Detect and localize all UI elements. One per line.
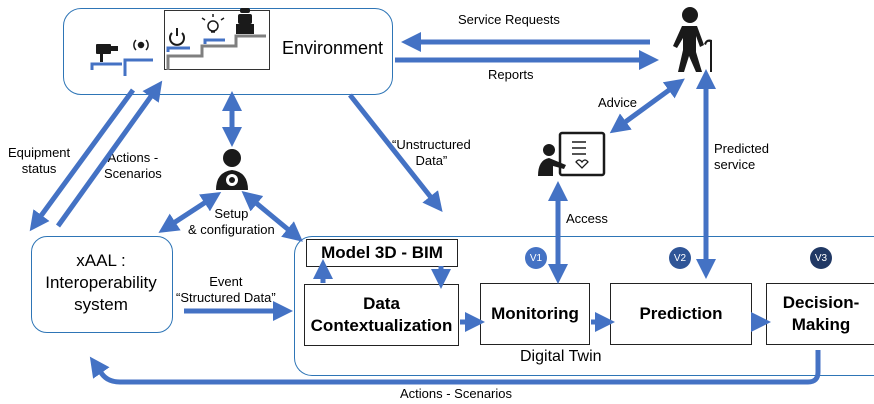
badge-v1: V1 [525, 247, 547, 269]
power-icon [166, 28, 190, 52]
service-requests-label: Service Requests [458, 12, 560, 27]
reports-label: Reports [488, 67, 534, 82]
steps-line [166, 34, 266, 70]
equipment-status-label: Equipment status [8, 145, 71, 176]
data-contextualization-label: Data Contextualization [310, 294, 453, 335]
event-structured-label: Event “Structured Data” [176, 274, 276, 305]
equipment-status-arrow [29, 88, 136, 232]
bulb-icon [201, 14, 225, 44]
xaal-label: xAAL : Interoperability system [45, 251, 157, 314]
environment-label: Environment [282, 38, 384, 58]
elderly-person-icon [673, 7, 712, 72]
badge-v2: V2 [669, 247, 691, 269]
operator-icon [216, 149, 248, 190]
unstructured-data-arrow [348, 93, 443, 213]
predicted-service-label: Predicted service [714, 141, 769, 172]
advice-arrow [609, 78, 685, 134]
digital-twin-label: Digital Twin [520, 348, 602, 365]
xaal-box [31, 236, 173, 333]
access-label: Access [566, 211, 608, 226]
prediction-label: Prediction [639, 304, 723, 323]
actions-scenarios-left-label: Actions - Scenarios [104, 150, 162, 181]
operator-xaal-arrow [158, 191, 222, 233]
actions-scenarios-bottom-label: Actions - Scenarios [400, 386, 512, 401]
decision-making-label: Decision- Making [782, 293, 860, 334]
sensor-icon [123, 39, 153, 76]
decision-making-box: Decision- Making [766, 283, 874, 345]
operator-dt-arrow [241, 190, 303, 242]
monitor-screen-icon [538, 131, 606, 177]
badge-v3: V3 [810, 247, 832, 269]
data-contextualization-box: Data Contextualization [304, 284, 459, 346]
camera-icon [90, 44, 122, 70]
device-panel [164, 10, 270, 70]
monitoring-box: Monitoring [480, 283, 590, 345]
monitoring-label: Monitoring [491, 304, 579, 323]
actions-scenarios-bottom-arrow [89, 350, 821, 385]
prediction-box: Prediction [610, 283, 752, 345]
unstructured-data-label: “Unstructured Data” [392, 137, 471, 168]
model3d-label: Model 3D - BIM [321, 243, 443, 262]
actions-scenarios-left-arrow [55, 80, 163, 228]
